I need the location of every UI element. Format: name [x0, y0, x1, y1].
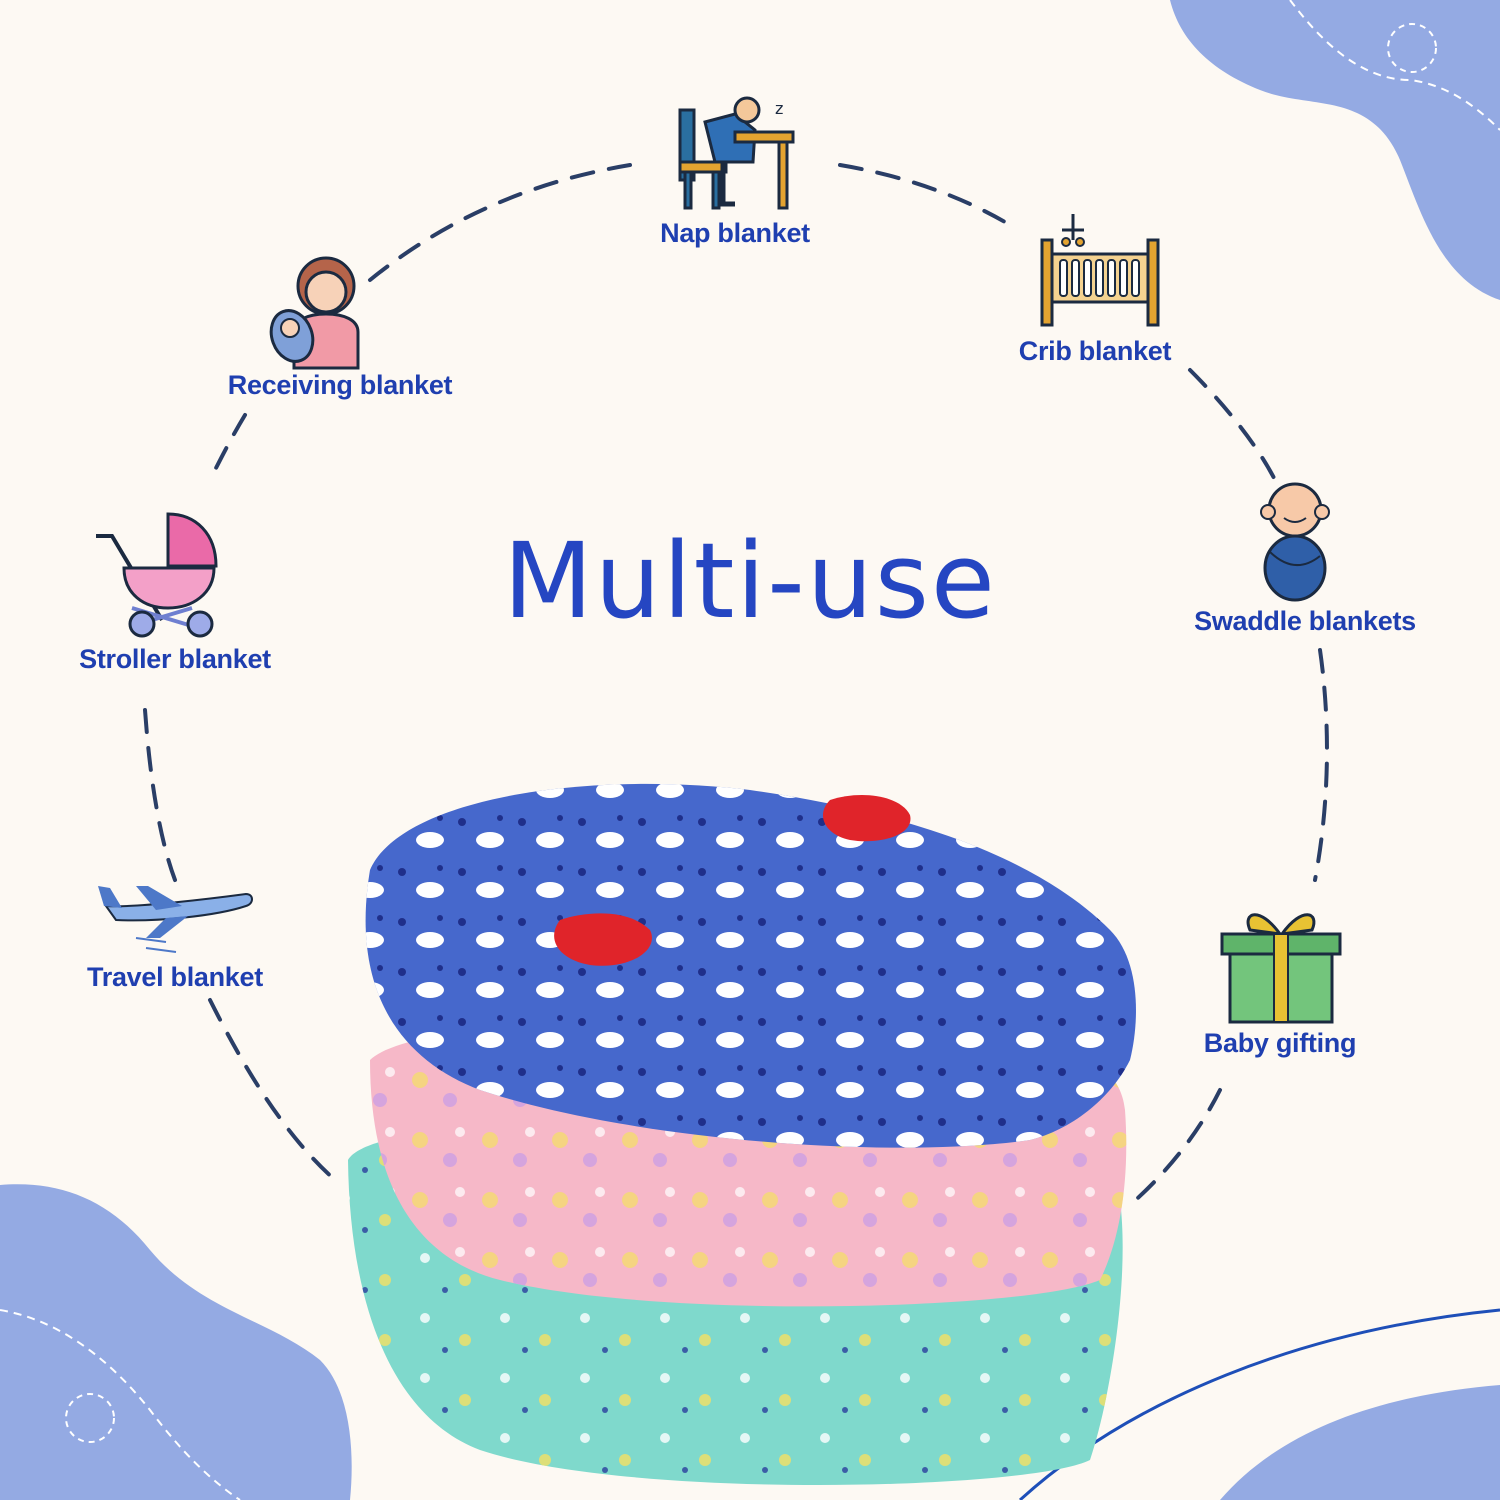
bottom-left-dashed-line [0, 1309, 241, 1500]
top-right-dashed-line [1289, 0, 1500, 131]
use-label-swaddle: Swaddle blankets [1194, 606, 1416, 636]
swaddled-baby-icon [1260, 482, 1330, 602]
dashed-circle [143, 163, 1329, 1207]
airplane-icon [98, 886, 253, 953]
use-label-travel: Travel blanket [87, 962, 263, 992]
use-label-gifting: Baby gifting [1203, 1028, 1357, 1058]
use-label-receiving: Receiving blanket [227, 370, 453, 400]
bottom-left-blob [0, 1184, 352, 1500]
top-right-dashed-ring [1387, 23, 1437, 73]
bottom-left-dashed-ring [65, 1393, 115, 1443]
use-label-crib: Crib blanket [1018, 336, 1172, 366]
crib-with-mobile-icon [1040, 214, 1160, 327]
gift-box-icon [1220, 913, 1342, 1024]
svg-text:z: z [775, 99, 783, 118]
use-label-nap: Nap blanket [660, 218, 810, 248]
folded-blanket-stack-image [348, 783, 1136, 1485]
mother-holding-baby-icon [269, 256, 360, 370]
person-sleeping-at-desk-icon: z [678, 96, 795, 210]
bottom-right-blob [1220, 1385, 1500, 1500]
page-title: Multi-use [503, 520, 997, 642]
baby-stroller-icon [96, 512, 218, 638]
use-label-stroller: Stroller blanket [79, 644, 271, 674]
top-right-blob [1170, 0, 1500, 300]
